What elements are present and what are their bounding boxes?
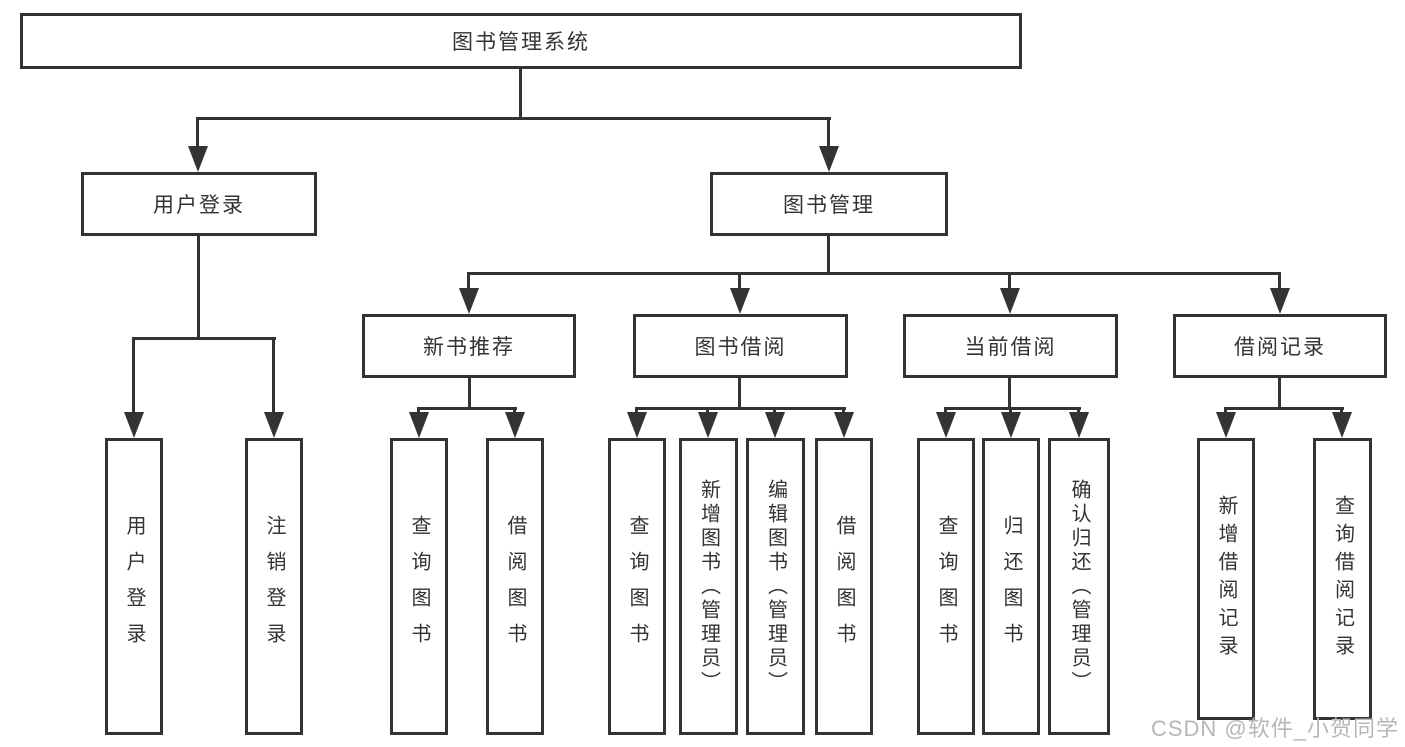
leaf-label: 编辑图书（管理员） bbox=[764, 478, 787, 695]
leaf-query-books-2: 查询图书 bbox=[608, 438, 666, 735]
leaf-label: 借阅图书 bbox=[504, 514, 526, 659]
arrow-to-leaf-logout bbox=[263, 337, 284, 438]
node-label: 图书借阅 bbox=[694, 336, 787, 359]
arrow-to-leaf-borrow-books-2 bbox=[833, 407, 854, 438]
arrow-to-book-borrow bbox=[729, 272, 750, 314]
leaf-label: 查询借阅记录 bbox=[1331, 495, 1354, 663]
connector-root-stem bbox=[519, 69, 522, 117]
connector-book-mgmt-split bbox=[468, 272, 1281, 275]
leaf-query-books-1: 查询图书 bbox=[390, 438, 448, 735]
node-label: 图书管理系统 bbox=[452, 31, 590, 54]
leaf-query-books-3: 查询图书 bbox=[917, 438, 975, 735]
connector-borrow-records-stem bbox=[1278, 378, 1281, 407]
connector-root-split bbox=[197, 117, 831, 120]
leaf-label: 查询图书 bbox=[408, 514, 430, 659]
node-root-library-system: 图书管理系统 bbox=[20, 13, 1022, 69]
arrow-to-current-borrow bbox=[999, 272, 1020, 314]
leaf-label: 确认归还（管理员） bbox=[1068, 478, 1090, 695]
leaf-label: 查询图书 bbox=[935, 514, 957, 659]
leaf-label: 用户登录 bbox=[123, 514, 145, 659]
connector-new-book-split bbox=[418, 407, 517, 410]
arrow-to-leaf-edit-books bbox=[764, 407, 785, 438]
leaf-label: 新增图书（管理员） bbox=[697, 478, 720, 695]
leaf-query-borrow-record: 查询借阅记录 bbox=[1313, 438, 1372, 720]
node-label: 图书管理 bbox=[783, 194, 875, 217]
arrow-to-new-book-recommend bbox=[458, 272, 479, 314]
node-book-management: 图书管理 bbox=[710, 172, 948, 236]
connector-book-borrow-split bbox=[636, 407, 846, 410]
leaf-confirm-return-admin: 确认归还（管理员） bbox=[1048, 438, 1110, 735]
connector-borrow-records-split bbox=[1225, 407, 1344, 410]
arrow-to-leaf-add-books bbox=[697, 407, 718, 438]
leaf-borrow-books-1: 借阅图书 bbox=[486, 438, 544, 735]
connector-current-borrow-stem bbox=[1008, 378, 1011, 407]
leaf-add-books-admin: 新增图书（管理员） bbox=[679, 438, 738, 735]
node-label: 用户登录 bbox=[153, 194, 245, 217]
node-current-borrow: 当前借阅 bbox=[903, 314, 1118, 378]
leaf-logout-login: 注销登录 bbox=[245, 438, 303, 735]
node-label: 当前借阅 bbox=[964, 336, 1057, 359]
csdn-watermark: CSDN @软件_小贺同学 bbox=[1150, 716, 1399, 741]
node-borrow-records: 借阅记录 bbox=[1173, 314, 1387, 378]
leaf-edit-books-admin: 编辑图书（管理员） bbox=[746, 438, 805, 735]
arrow-to-leaf-query-books-1 bbox=[408, 407, 429, 438]
leaf-user-login: 用户登录 bbox=[105, 438, 163, 735]
leaf-add-borrow-record: 新增借阅记录 bbox=[1197, 438, 1255, 720]
arrow-to-leaf-query-books-2 bbox=[626, 407, 647, 438]
leaf-borrow-books-2: 借阅图书 bbox=[815, 438, 873, 735]
node-label: 新书推荐 bbox=[423, 336, 515, 359]
arrow-to-user-login bbox=[187, 117, 208, 172]
connector-current-borrow-split bbox=[945, 407, 1081, 410]
leaf-label: 注销登录 bbox=[263, 514, 285, 659]
leaf-label: 借阅图书 bbox=[833, 514, 855, 659]
arrow-to-leaf-query-borrow-record bbox=[1331, 407, 1352, 438]
arrow-to-book-management bbox=[818, 117, 839, 172]
leaf-label: 归还图书 bbox=[1000, 514, 1022, 659]
connector-book-mgmt-stem bbox=[827, 236, 830, 272]
arrow-to-leaf-user-login bbox=[123, 337, 144, 438]
connector-user-login-split bbox=[132, 337, 276, 340]
node-user-login: 用户登录 bbox=[81, 172, 317, 236]
arrow-to-leaf-confirm-return bbox=[1068, 407, 1089, 438]
leaf-label: 新增借阅记录 bbox=[1215, 495, 1237, 663]
connector-user-login-stem bbox=[197, 236, 200, 337]
node-label: 借阅记录 bbox=[1234, 336, 1326, 359]
leaf-label: 查询图书 bbox=[626, 514, 648, 659]
arrow-to-leaf-add-borrow-record bbox=[1215, 407, 1236, 438]
arrow-to-leaf-query-books-3 bbox=[935, 407, 956, 438]
leaf-return-books: 归还图书 bbox=[982, 438, 1040, 735]
arrow-to-leaf-return-books bbox=[1000, 407, 1021, 438]
connector-new-book-stem bbox=[468, 378, 471, 407]
connector-book-borrow-stem bbox=[738, 378, 741, 407]
arrow-to-leaf-borrow-books-1 bbox=[504, 407, 525, 438]
node-new-book-recommend: 新书推荐 bbox=[362, 314, 576, 378]
arrow-to-borrow-records bbox=[1269, 272, 1290, 314]
node-book-borrow: 图书借阅 bbox=[633, 314, 848, 378]
